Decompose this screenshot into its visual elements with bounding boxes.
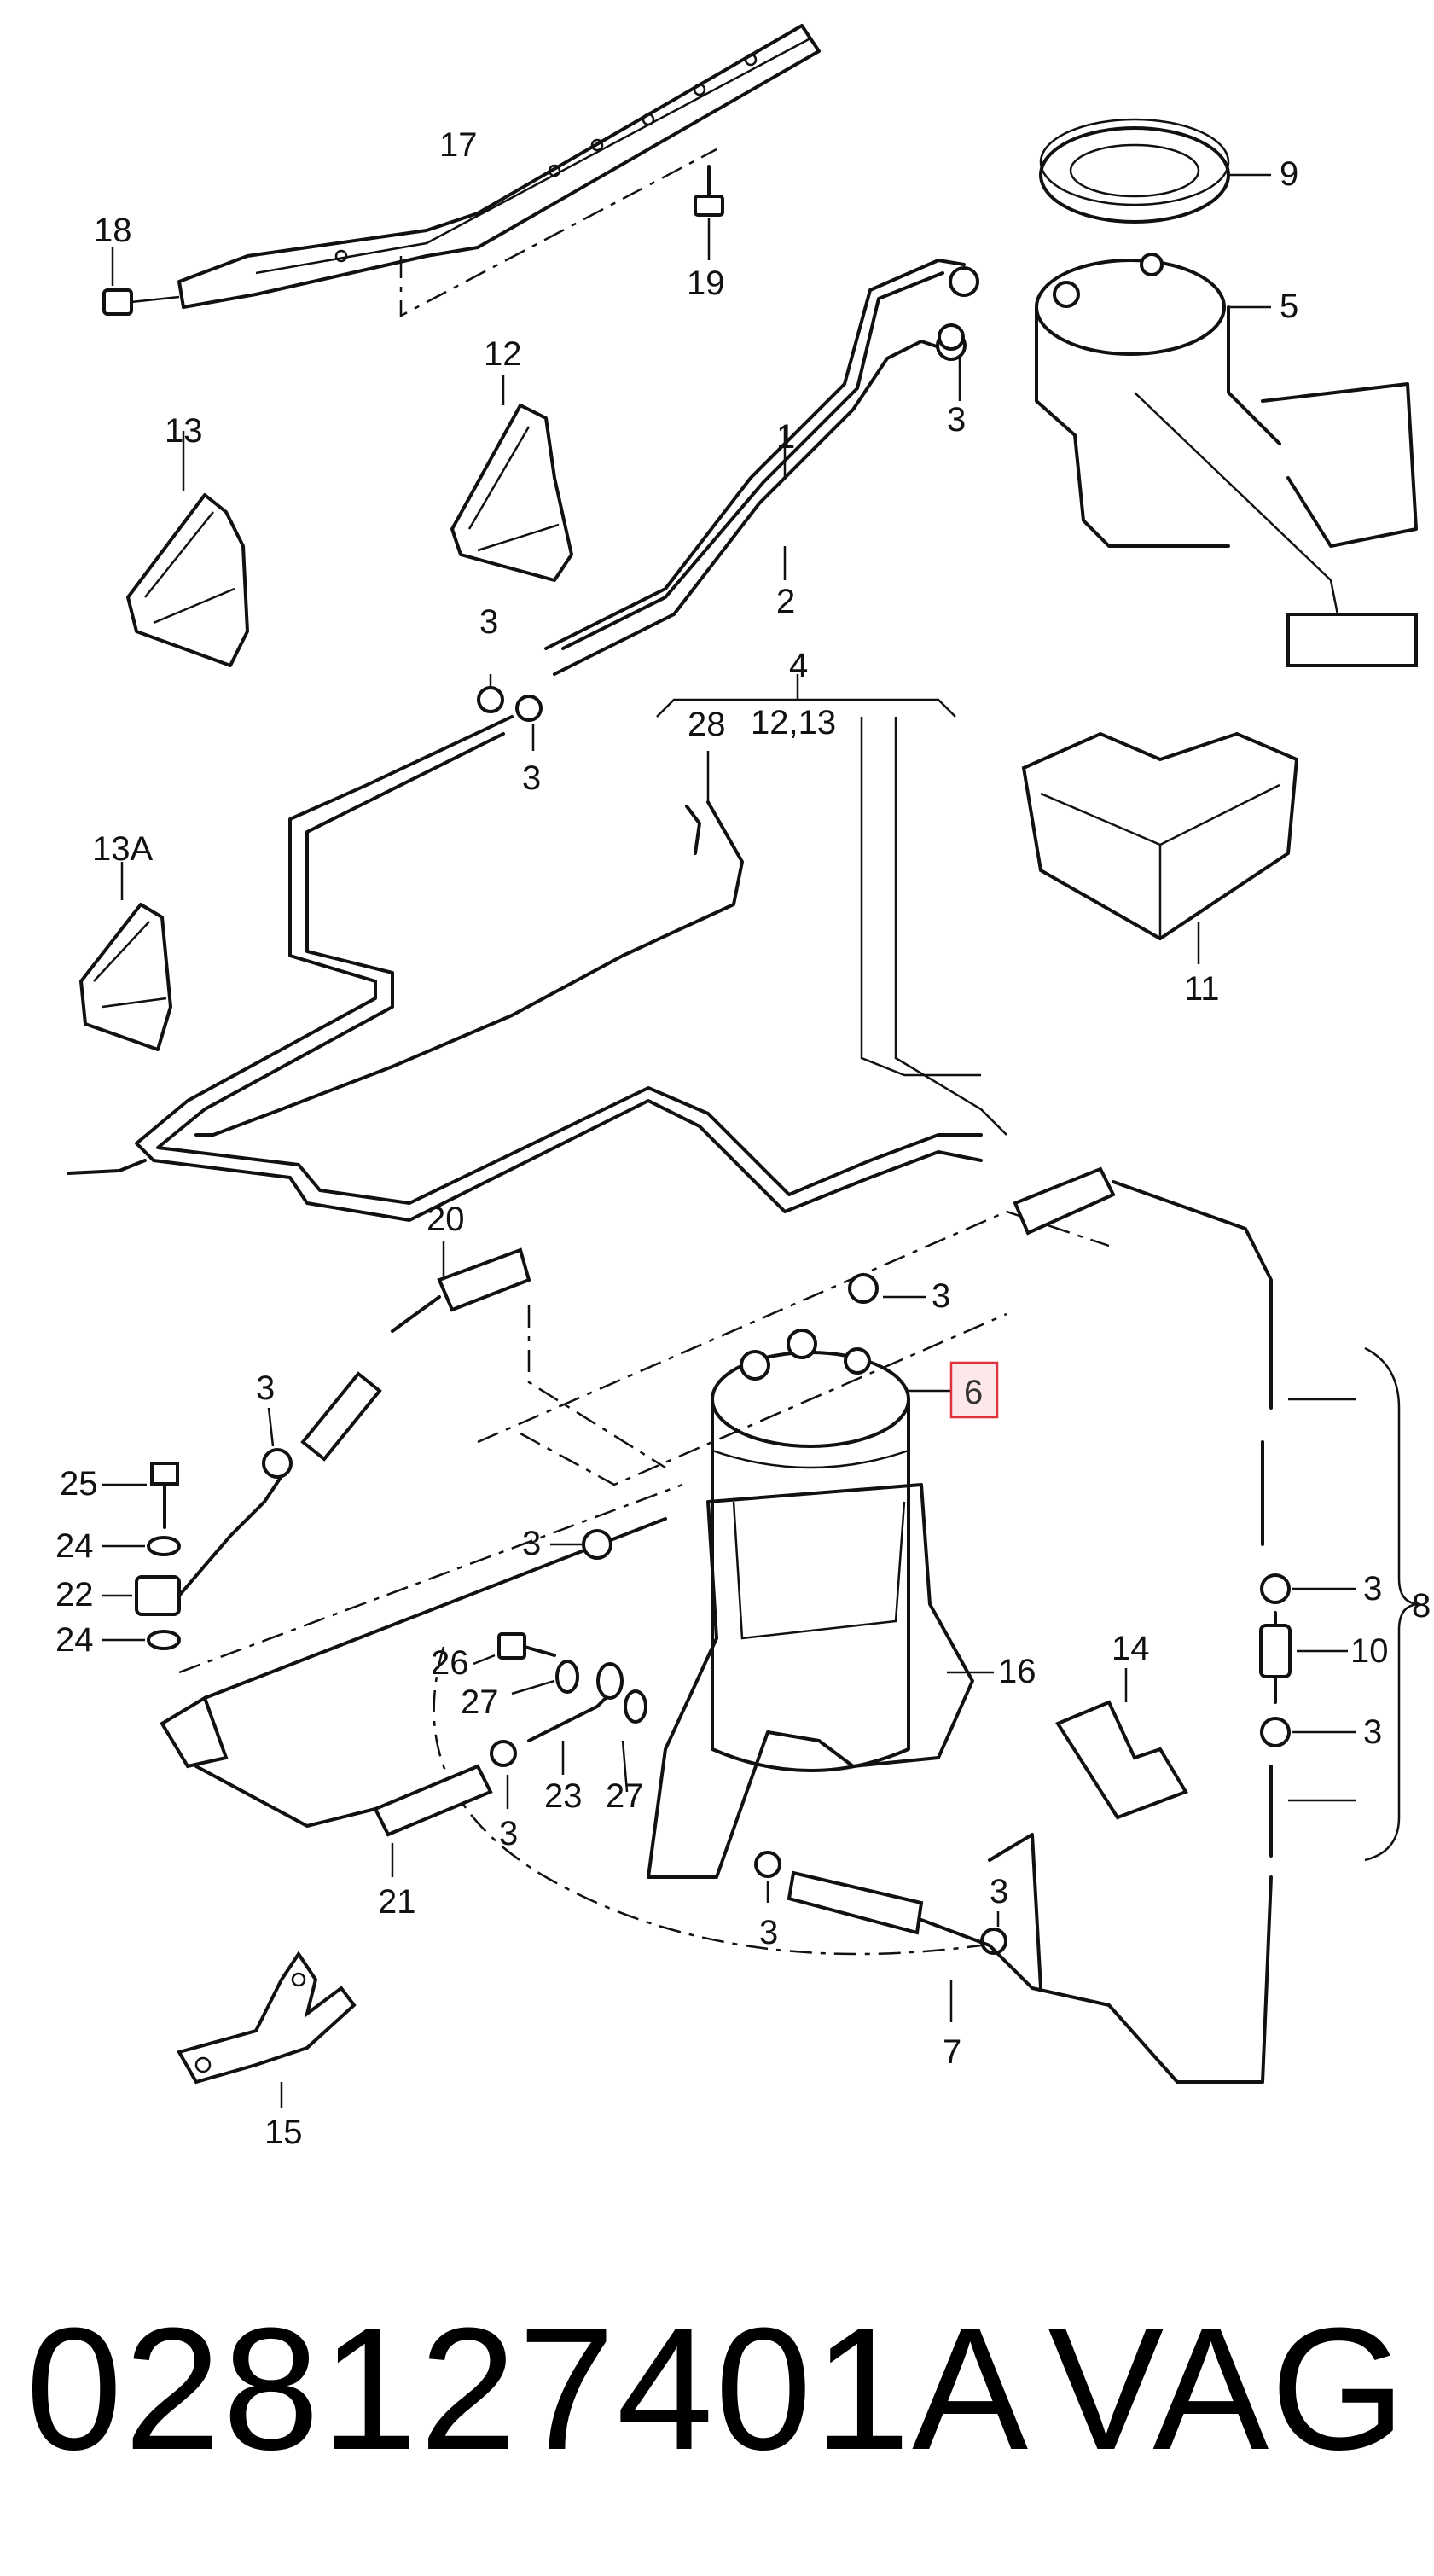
label-9: 9 <box>1280 155 1298 193</box>
part-13A-clip <box>79 862 172 1051</box>
part-13-clip <box>126 431 249 667</box>
long-fuel-line-loop <box>67 715 983 1222</box>
part-27-washers <box>511 1660 647 1793</box>
assembly-guide-lines <box>178 1210 1110 1956</box>
label-27-a: 27 <box>461 1683 499 1721</box>
part-16-filter-bracket <box>647 1483 994 1879</box>
brand-name: VAG <box>1048 2292 1408 2486</box>
part-17-bracket <box>177 24 821 318</box>
label-3-e: 3 <box>256 1369 275 1407</box>
label-3-g: 3 <box>1363 1570 1382 1608</box>
part-3-clamps-upper <box>477 323 965 751</box>
label-6: 6 <box>964 1374 983 1411</box>
part-28-pipe <box>685 805 701 855</box>
highlight-box <box>949 1361 999 1419</box>
part-20-hose <box>300 1241 531 1462</box>
label-4-sub: 12,13 <box>751 704 836 741</box>
part-25-bolt <box>102 1462 179 1529</box>
label-3-k: 3 <box>759 1914 778 1951</box>
part-11-sensor-cradle <box>1021 731 1299 964</box>
part-15-bracket <box>176 1951 357 2108</box>
label-24-a: 24 <box>55 1527 94 1565</box>
part-24-washers <box>102 1536 181 1650</box>
label-4: 4 <box>789 647 808 684</box>
label-21: 21 <box>378 1883 416 1921</box>
part-7-hose <box>787 1833 1273 2084</box>
part-1-2-fuel-lines <box>544 259 979 676</box>
label-24-b: 24 <box>55 1621 94 1659</box>
part-10-check-valve <box>1259 1611 1348 1704</box>
label-25: 25 <box>60 1465 98 1503</box>
label-19: 19 <box>687 265 725 302</box>
label-7: 7 <box>943 2033 961 2071</box>
label-23: 23 <box>544 1777 583 1815</box>
label-17: 17 <box>439 126 478 164</box>
part-caption: 028127401A VAG <box>26 2287 1408 2492</box>
label-3-d: 3 <box>932 1277 950 1315</box>
label-15: 15 <box>264 2114 303 2151</box>
label-11: 11 <box>1184 970 1220 1008</box>
label-12: 12 <box>484 335 522 373</box>
part-number: 028127401A <box>26 2292 1031 2486</box>
label-3-h: 3 <box>1363 1713 1382 1751</box>
label-27-b: 27 <box>606 1777 644 1815</box>
part-23-banjo-bolt <box>527 1662 624 1775</box>
label-13A: 13A <box>92 830 153 868</box>
part-21-hose <box>160 1517 667 1877</box>
part-22-union <box>102 1474 283 1616</box>
label-3-i: 3 <box>499 1815 518 1852</box>
part-3-clamps-lower <box>262 1273 1356 1955</box>
label-28: 28 <box>688 706 726 743</box>
part-5-fuel-pump <box>1035 253 1418 667</box>
part-8-return-line <box>1013 1166 1421 1862</box>
part-labels: 17 18 19 9 5 12 3 13 1 2 3 4 12,13 28 3 … <box>55 126 1431 2151</box>
label-1: 1 <box>776 418 795 456</box>
label-14: 14 <box>1112 1630 1150 1667</box>
label-3-c: 3 <box>522 759 541 797</box>
highlighted-part-6: 6 <box>909 1361 999 1419</box>
part-12-clip <box>450 375 573 582</box>
label-20: 20 <box>427 1201 465 1238</box>
label-13: 13 <box>165 412 203 450</box>
part-18-screw <box>102 247 180 316</box>
label-3-b: 3 <box>479 603 498 641</box>
label-3-j: 3 <box>990 1873 1008 1910</box>
part-4-bracket-lines <box>656 674 1007 1136</box>
label-3-a: 3 <box>947 401 966 439</box>
label-22: 22 <box>55 1576 94 1614</box>
label-2: 2 <box>776 583 795 620</box>
part-14-clip <box>1055 1668 1188 1820</box>
part-19-bolt <box>694 165 724 260</box>
label-5: 5 <box>1280 288 1298 325</box>
label-8: 8 <box>1412 1587 1431 1625</box>
part-26-bolt <box>473 1632 556 1666</box>
fuel-system-exploded-diagram: 17 18 19 9 5 12 3 13 1 2 3 4 12,13 28 3 … <box>55 24 1431 2151</box>
label-3-f: 3 <box>522 1525 541 1562</box>
part-6-fuel-filter <box>711 1329 910 1772</box>
label-26: 26 <box>431 1644 469 1682</box>
label-16: 16 <box>998 1653 1036 1690</box>
label-10: 10 <box>1350 1632 1389 1670</box>
part-9-ring-nut <box>1039 118 1271 224</box>
label-18: 18 <box>94 212 132 249</box>
